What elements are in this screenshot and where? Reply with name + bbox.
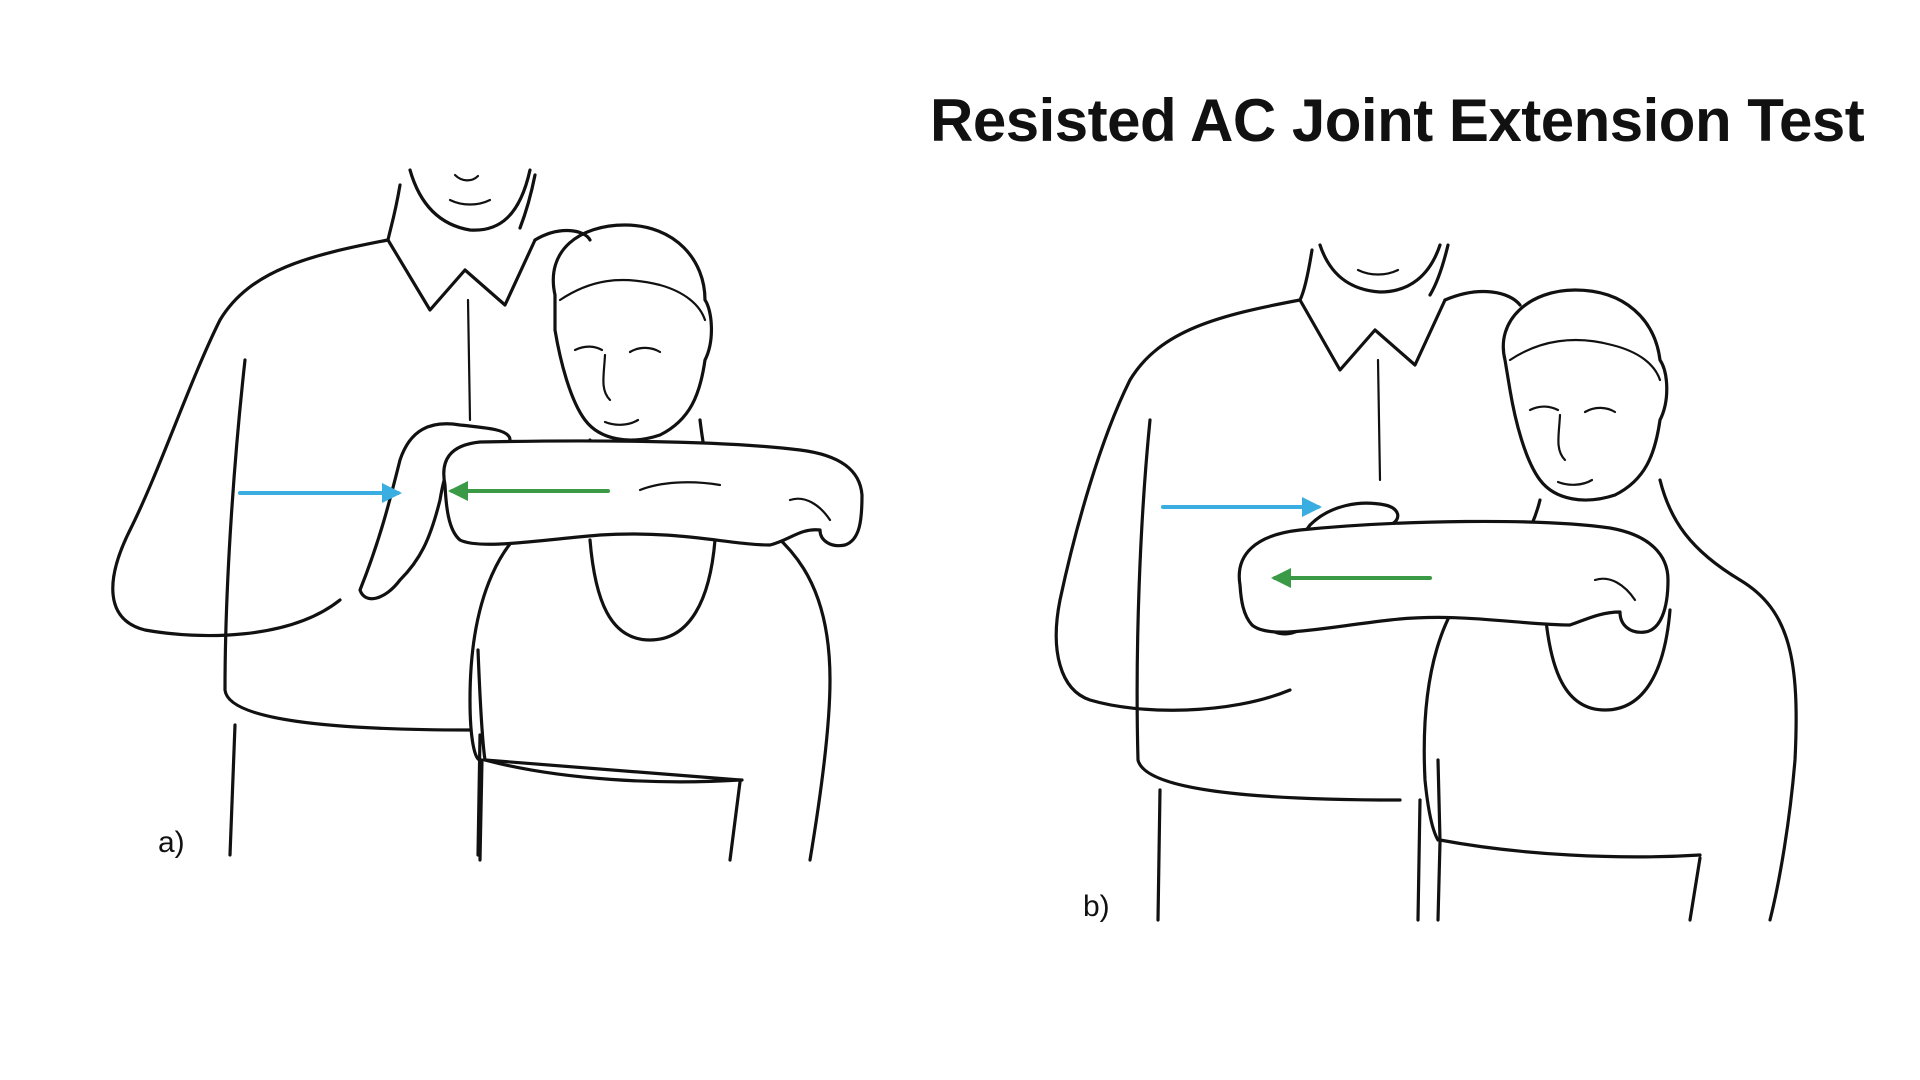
- examiner-collar-b: [1298, 298, 1447, 372]
- examiner-right-shoulder-a: [533, 228, 592, 242]
- examiner-leg-right-b: [1416, 798, 1422, 922]
- patient-eye-left-b: [1528, 405, 1560, 412]
- patient-eye-right-a: [628, 346, 662, 354]
- patient-waist-left-a: [478, 758, 484, 862]
- patient-arm-a: [442, 439, 864, 548]
- patient-head-b: [1501, 288, 1669, 502]
- panel-label-b: b): [1083, 890, 1110, 923]
- patient-forearm-line-a: [638, 481, 722, 492]
- examiner-left-arm-a: [111, 238, 390, 638]
- examiner-neck-left-a: [386, 183, 402, 242]
- patient-nose-a: [602, 353, 612, 402]
- examiner-mouth-b: [1356, 268, 1400, 276]
- patient-bra-top-a: [476, 648, 742, 784]
- examiner-right-shoulder-b: [1443, 289, 1522, 307]
- patient-bra-neckline-a: [588, 538, 717, 642]
- examiner-leg-left-b: [1156, 788, 1162, 922]
- patient-fist-fold-a: [788, 497, 832, 522]
- examiner-collar-a: [386, 238, 537, 312]
- patient-mouth-b: [1556, 478, 1594, 486]
- patient-bra-band-a: [483, 758, 744, 782]
- patient-fist-fold-b: [1593, 577, 1637, 602]
- examiner-left-arm-b: [1054, 298, 1302, 712]
- patient-hairline-b: [1508, 338, 1662, 382]
- patient-head-a: [551, 223, 714, 442]
- patient-figure-a: [442, 223, 864, 862]
- examiner-nose-a: [453, 173, 480, 182]
- examiner-torso-b: [1135, 418, 1402, 802]
- patient-waist-right-a: [728, 780, 742, 862]
- patient-bra-neckline-b: [1543, 608, 1672, 712]
- patient-nose-b: [1557, 413, 1567, 462]
- patient-figure-b: [1237, 288, 1798, 922]
- examiner-neck-right-a: [518, 173, 537, 230]
- patient-waist-right-b: [1688, 856, 1702, 922]
- examiner-neck-left-b: [1298, 248, 1314, 302]
- patient-hairline-a: [558, 278, 707, 322]
- examiner-leg-right-a: [476, 733, 482, 857]
- patient-eye-right-b: [1583, 406, 1617, 414]
- patient-right-side-b: [1658, 478, 1798, 922]
- patient-mouth-a: [603, 418, 640, 426]
- page-title: Resisted AC Joint Extension Test: [930, 87, 1865, 154]
- examiner-neck-right-b: [1428, 243, 1450, 297]
- examiner-placket-a: [466, 298, 472, 422]
- panel-a: [111, 168, 864, 862]
- panel-label-a: a): [158, 826, 185, 859]
- patient-arm-b: [1237, 519, 1670, 634]
- patient-bra-band-b: [1436, 758, 1702, 859]
- examiner-figure-a: [111, 168, 592, 857]
- examiner-chin-b: [1318, 243, 1442, 294]
- examiner-placket-b: [1376, 358, 1382, 482]
- patient-waist-left-b: [1436, 840, 1442, 922]
- examiner-chin-a: [408, 168, 532, 232]
- examiner-leg-left-a: [228, 723, 237, 857]
- examiner-mouth-a: [448, 198, 492, 206]
- patient-eye-left-a: [573, 345, 604, 352]
- examiner-torso-a: [223, 358, 472, 732]
- panel-b: [1054, 243, 1798, 922]
